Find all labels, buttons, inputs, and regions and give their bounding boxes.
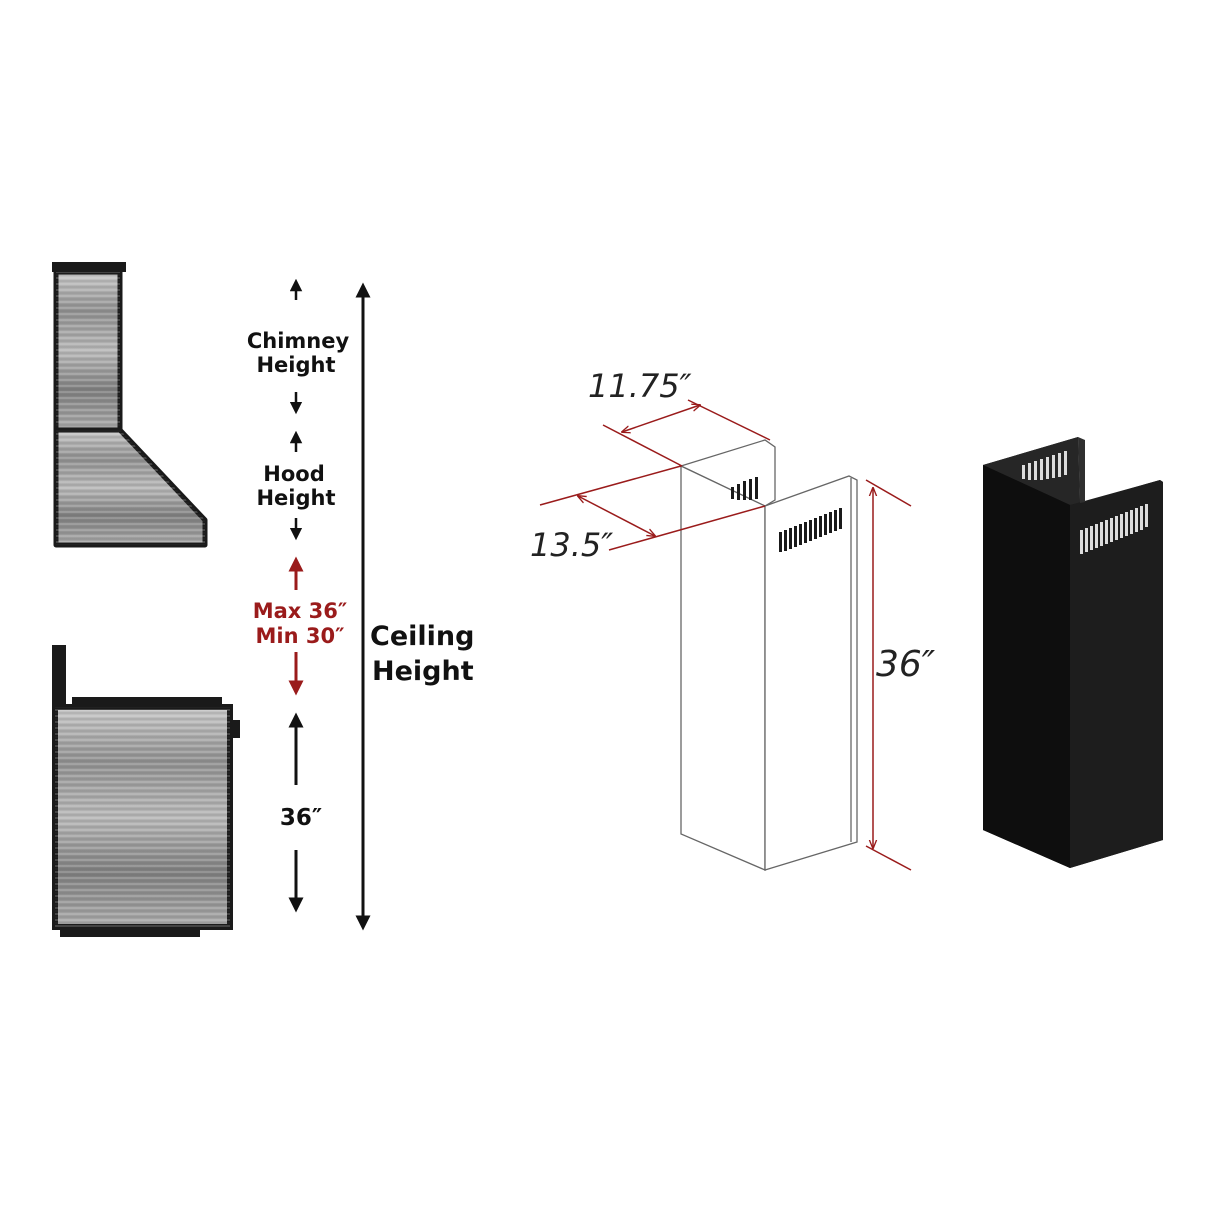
range-illustration <box>52 645 240 937</box>
black-chimney-vent-slots <box>1022 451 1148 554</box>
dimension-arrows <box>288 278 371 931</box>
ceiling-height-label-2: Height <box>372 656 474 687</box>
chimney-height-label-1: Chimney <box>247 329 350 353</box>
chimney-vent-slots <box>731 477 842 552</box>
height-dimension-label: 36″ <box>876 644 936 685</box>
chimney-height-label-2: Height <box>256 353 335 377</box>
hood-height-label-2: Height <box>256 486 335 510</box>
width-dimension-label: 13.5″ <box>530 526 613 564</box>
min-clearance-label: Min 30″ <box>256 624 345 648</box>
black-chimney-illustration <box>983 437 1163 868</box>
depth-dimension-label: 11.75″ <box>588 367 692 405</box>
ceiling-height-label-1: Ceiling <box>370 621 474 652</box>
hood-height-label-1: Hood <box>263 462 324 486</box>
chimney-dimension-lines <box>539 399 912 871</box>
chimney-outline-illustration <box>679 439 858 871</box>
range-hood-illustration <box>52 262 208 548</box>
range-height-label: 36″ <box>280 805 322 831</box>
max-clearance-label: Max 36″ <box>253 599 348 623</box>
